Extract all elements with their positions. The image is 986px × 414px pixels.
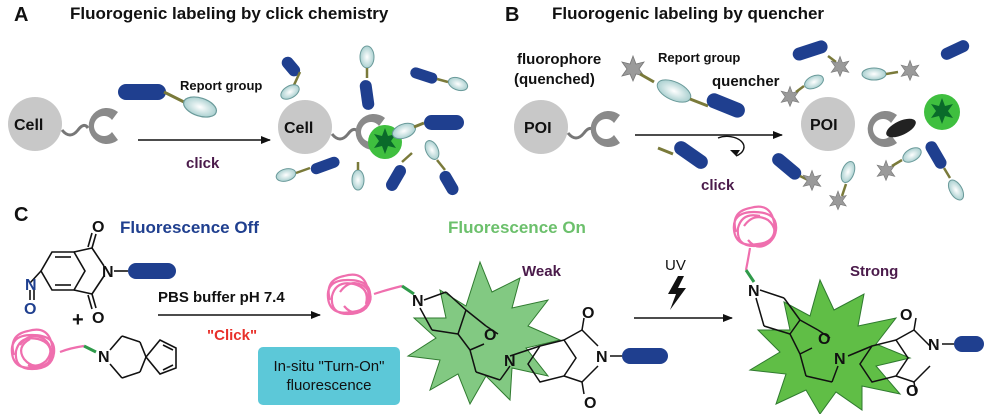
atom-o-weak-1: O (582, 305, 594, 322)
fluor-star-b (931, 98, 953, 124)
quencher-label: quencher (712, 73, 780, 90)
strong-label: Strong (850, 263, 898, 280)
poi-left-label: POI (524, 120, 552, 137)
quenched-probe (621, 55, 745, 118)
atom-n-weak-bridge: N (504, 353, 516, 370)
green-linker-3 (744, 269, 756, 283)
fluor-star-a (374, 128, 396, 154)
atom-o-strong-bridge: O (818, 331, 830, 348)
atom-n-strong-bridge: N (834, 351, 846, 368)
lightning-icon (668, 276, 686, 310)
panel-a-letter: A (14, 4, 28, 26)
reagent-label: PBS buffer pH 7.4 (158, 289, 285, 306)
report-group-label-a: Report group (180, 78, 262, 93)
cell-linker-left (60, 123, 90, 137)
receptor-b-left (590, 111, 620, 147)
atom-n-imide: N (102, 264, 114, 281)
atom-o-weak-bridge: O (484, 327, 496, 344)
quenched-label: (quenched) (514, 71, 595, 88)
poi-linker-left (566, 126, 596, 140)
atom-o-strong-2: O (906, 383, 918, 400)
rod-strong-product (954, 336, 984, 352)
linker-bound-a (413, 121, 425, 129)
receptor-b-right (867, 111, 897, 147)
atom-n-strong-amine: N (748, 283, 760, 300)
fluorophore-label: fluorophore (517, 51, 601, 68)
cell-left (8, 97, 62, 151)
atom-o-bottom: O (92, 310, 104, 327)
spiro-diene (109, 335, 177, 379)
atom-n-weak-amine: N (412, 293, 424, 310)
cell-right-label: Cell (284, 120, 313, 137)
uv-label: UV (665, 257, 686, 274)
strong-product-skeleton (755, 289, 954, 395)
click-label-b: click (701, 177, 735, 194)
rod-c-reagent (128, 263, 176, 279)
green-linker-1 (83, 344, 97, 354)
weak-product-skeleton (419, 291, 622, 395)
atom-n-strong-imide: N (928, 337, 940, 354)
pink-polymer-3 (732, 205, 778, 271)
cell-linker-right (330, 127, 360, 141)
panel-a-title: Fluorogenic labeling by click chemistry (70, 4, 389, 23)
pink-polymer-1 (10, 328, 85, 371)
receptor-left (88, 107, 118, 144)
free-quencher-b (657, 141, 708, 169)
free-reagents-b (772, 40, 970, 211)
pink-polymer-2 (326, 273, 403, 316)
atom-o-weak-2: O (584, 395, 596, 412)
cell-left-label: Cell (14, 117, 43, 134)
panel-c-letter: C (14, 204, 28, 226)
poi-right-label: POI (810, 117, 838, 134)
nitroso-phthalimide (29, 232, 128, 310)
fluorescence-off-label: Fluorescence Off (120, 218, 259, 237)
report-group-a (118, 84, 218, 118)
atom-o-nitroso: O (24, 301, 36, 318)
atom-o-strong-1: O (900, 307, 912, 324)
free-reagents-a (275, 45, 469, 196)
quencher-bound (886, 118, 916, 138)
green-linker-2 (401, 284, 415, 296)
report-group-label-b: Report group (658, 50, 740, 65)
panel-b-title: Fluorogenic labeling by quencher (552, 4, 824, 23)
poi-right (801, 97, 855, 151)
atom-n-spiro: N (98, 349, 110, 366)
rod-weak-product (622, 348, 668, 364)
atom-o-top: O (92, 219, 104, 236)
rotate-arrow (717, 135, 745, 157)
fluorescence-burst-strong (748, 278, 912, 414)
poi-left (514, 100, 568, 154)
panel-b-letter: B (505, 4, 519, 26)
rotate-arrow-head (730, 150, 740, 156)
click-label-a: click (186, 155, 220, 172)
cell-right (278, 100, 332, 154)
atom-n-weak-imide: N (596, 349, 608, 366)
plus-sign: + (72, 309, 84, 331)
rod-bound-a (424, 115, 464, 130)
click-label-c: "Click" (207, 327, 257, 344)
fluorescence-on-label: Fluorescence On (448, 218, 586, 237)
turn-on-callout: In-situ "Turn-On" fluorescence (258, 347, 400, 405)
weak-label: Weak (522, 263, 562, 280)
atom-n-nitroso: N (25, 277, 37, 294)
